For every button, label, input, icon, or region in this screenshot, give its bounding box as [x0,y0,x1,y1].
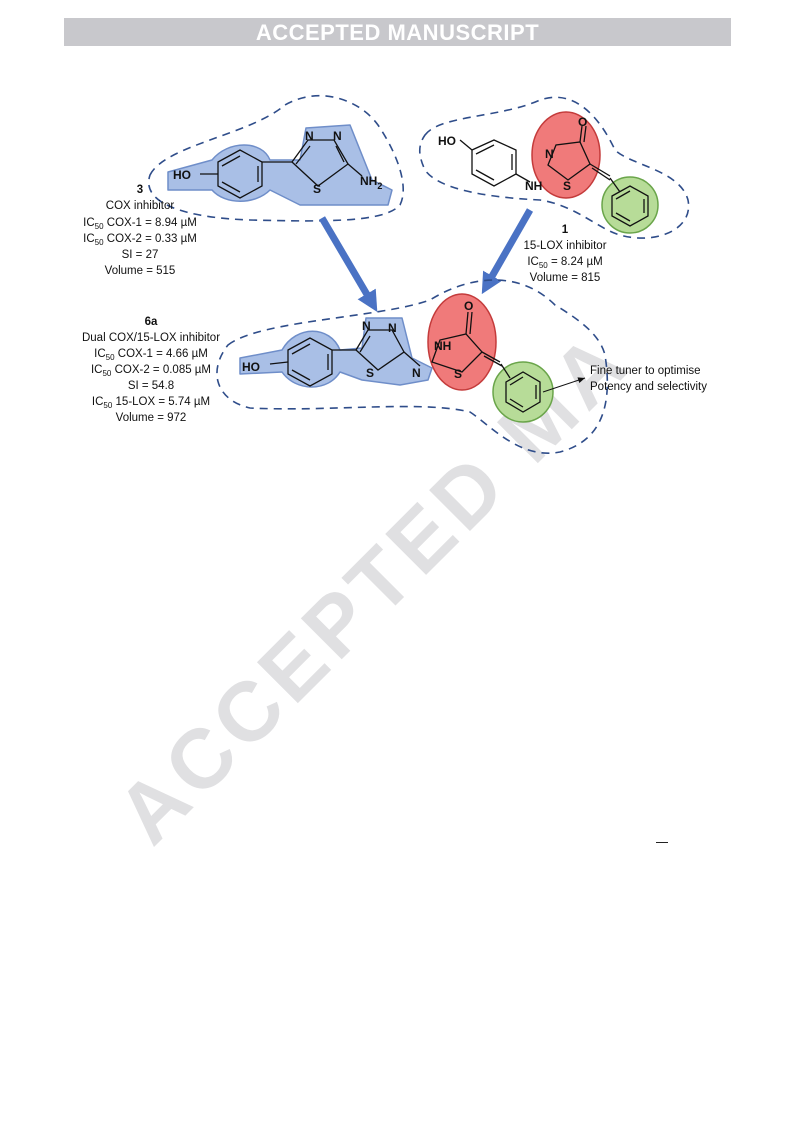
compound6a-s1-label: S [366,366,374,380]
arrow-from-compound1 [481,208,534,295]
fine-tuner-line1: Fine tuner to optimise [590,365,701,377]
compound6a-dashed-outline [216,279,609,454]
compound1-nh-label: NH [525,179,542,193]
compound1-info: 1 15-LOX inhibitor IC50 = 8.24 µM Volume… [523,224,606,284]
compound6a-ho-label: HO [242,360,260,374]
compound1-n-label: N [545,147,554,161]
compound3-blue-highlight [167,124,393,206]
compound6a-nh-label: NH [434,339,451,353]
compound1-structure [459,125,649,227]
compound1-ic50: IC50 = 8.24 µM [527,256,602,270]
compound1-green-highlight [601,176,659,234]
compound3-n2-label: N [333,129,342,143]
compound6a-n1-label: N [362,319,371,333]
compound6a-n3-label: N [412,366,421,380]
compound1-ho-label: HO [438,134,456,148]
compound1-volume: Volume = 815 [530,272,601,284]
compound1-red-highlight [531,111,601,199]
compound3-nh2-label: NH2 [360,174,382,191]
compound3-si: SI = 27 [122,249,159,261]
compound6a-structure [269,311,541,413]
stray-dash-mark [656,842,668,843]
compound1-number: 1 [562,224,569,236]
accepted-manuscript-banner: ACCEPTED MANUSCRIPT [64,18,731,46]
fine-tuner-line2: Potency and selectivity [590,381,707,393]
compound3-dashed-outline [147,95,404,222]
compound3-info: 3 COX inhibitor IC50 COX-1 = 8.94 µM IC5… [83,184,197,277]
compound3-structure [200,139,363,199]
compound1-o-label: O [578,115,587,129]
compound1-dashed-outline [418,96,690,239]
compound3-ho-label: HO [173,168,191,182]
compound3-volume: Volume = 515 [105,265,176,277]
compound1-role: 15-LOX inhibitor [523,240,606,252]
arrow-from-compound3 [318,216,378,313]
fine-tuner-pointer-arrow [542,377,586,393]
compound6a-si: SI = 54.8 [128,380,174,392]
compound6a-ic50-cox2: IC50 COX-2 = 0.085 µM [91,364,211,378]
compound6a-ic50-lox: IC50 15-LOX = 5.74 µM [92,396,210,410]
compound3-ic50-cox1: IC50 COX-1 = 8.94 µM [83,217,197,231]
compound3-ic50-cox2: IC50 COX-2 = 0.33 µM [83,233,197,247]
compound6a-info: 6a Dual COX/15-LOX inhibitor IC50 COX-1 … [82,316,220,424]
compound6a-s2-label: S [454,367,462,381]
compound6a-volume: Volume = 972 [116,412,187,424]
compound6a-number: 6a [145,316,158,328]
compound1-s-label: S [563,179,571,193]
compound3-number: 3 [137,184,143,196]
compound6a-green-highlight [492,361,554,423]
compound6a-n2-label: N [388,321,397,335]
compound3-s-label: S [313,182,321,196]
compound6a-ic50-cox1: IC50 COX-1 = 4.66 µM [94,348,208,362]
compound3-n1-label: N [305,129,314,143]
compound6a-role: Dual COX/15-LOX inhibitor [82,332,220,344]
compound3-role: COX inhibitor [106,200,175,212]
compound6a-o-label: O [464,299,473,313]
